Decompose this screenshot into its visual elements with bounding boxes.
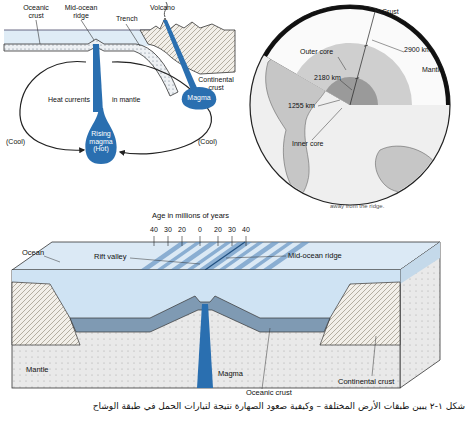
node-text: Rising magma (Hot) bbox=[84, 130, 118, 153]
part-label: Magma bbox=[218, 370, 243, 378]
leader-line bbox=[36, 20, 140, 46]
figure-caption: شكل ١-٢ يبين طبقات الأرض المختلفة – وكيف… bbox=[93, 401, 465, 411]
ridge-axis bbox=[205, 242, 245, 270]
part-label: Mid-ocean ridge bbox=[288, 252, 342, 260]
magma-conduit bbox=[163, 20, 198, 90]
mantle-layer bbox=[267, 9, 446, 105]
ridge-plume bbox=[93, 44, 103, 112]
dimension-label: 2180 km bbox=[314, 74, 341, 82]
note-text: away from the ridge. bbox=[330, 203, 384, 210]
heat-current-arrow bbox=[20, 62, 86, 151]
part-label: Mantle bbox=[26, 366, 49, 374]
leader-line bbox=[44, 256, 376, 389]
age-number: 30 bbox=[225, 226, 239, 234]
magma-chamber: Magma bbox=[181, 86, 217, 110]
earth-globe bbox=[250, 5, 450, 205]
part-label: Volcano bbox=[150, 4, 175, 12]
part-label: Rift valley bbox=[94, 253, 127, 261]
part-label: Oceanic crust bbox=[20, 4, 52, 19]
age-number: 20 bbox=[175, 226, 189, 234]
continent-shape bbox=[375, 146, 440, 192]
temperature-label: (Cool) bbox=[6, 138, 25, 146]
temperature-label: (Cool) bbox=[198, 138, 217, 146]
current-label: in mantle bbox=[112, 96, 140, 104]
part-label: Oceanic crust bbox=[246, 389, 292, 397]
plate-section bbox=[4, 2, 235, 154]
layer-label: Inner core bbox=[292, 140, 324, 148]
magma-plume bbox=[197, 304, 213, 388]
part-label: Ocean bbox=[22, 249, 44, 257]
block-side bbox=[400, 242, 440, 388]
sea-surface bbox=[4, 30, 150, 31]
dimension-label: 1255 km bbox=[288, 102, 315, 110]
age-number: 40 bbox=[147, 226, 161, 234]
tick-line bbox=[154, 236, 246, 246]
crust-layer bbox=[263, 5, 450, 105]
dimension-label: 2900 km bbox=[404, 46, 431, 54]
node-text: Magma bbox=[181, 94, 217, 102]
current-label: Heat currents bbox=[48, 96, 90, 104]
oceanic-crust bbox=[70, 296, 330, 332]
block-front bbox=[12, 270, 400, 388]
age-number: 30 bbox=[161, 226, 175, 234]
age-number: 20 bbox=[211, 226, 225, 234]
dimension-line bbox=[350, 8, 376, 105]
outer-core-layer bbox=[296, 43, 412, 105]
ocean-floor-block bbox=[12, 236, 440, 389]
axis-title: Age in millions of years bbox=[152, 212, 229, 220]
magma-plume: Rising magma (Hot) bbox=[84, 108, 118, 164]
part-label: Trench bbox=[116, 15, 138, 23]
leader-line bbox=[312, 10, 404, 140]
part-label: Mid-ocean ridge bbox=[62, 4, 100, 19]
blob-fill bbox=[182, 87, 217, 110]
layer-label: Mantle bbox=[422, 66, 443, 74]
side-water bbox=[400, 242, 440, 284]
layer-label: Crust bbox=[382, 8, 399, 16]
globe bbox=[250, 5, 450, 205]
age-number: 40 bbox=[239, 226, 253, 234]
part-label: Continental crust bbox=[338, 378, 394, 386]
block-top bbox=[12, 242, 440, 270]
layer-label: Outer core bbox=[300, 48, 333, 56]
continent bbox=[140, 18, 235, 74]
age-number: 0 bbox=[193, 226, 207, 234]
inner-core-layer bbox=[326, 77, 378, 105]
